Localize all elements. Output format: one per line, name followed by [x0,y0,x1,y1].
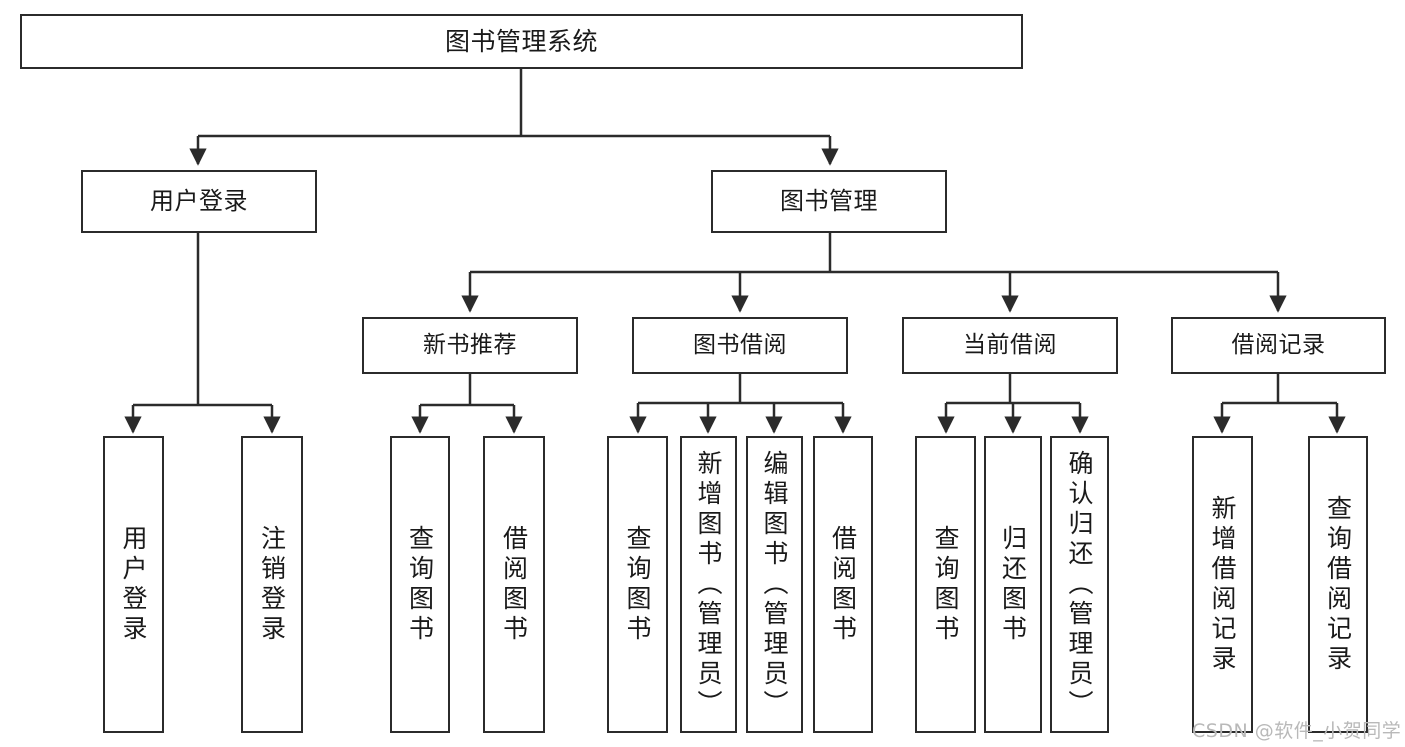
node-current-borrowing[interactable]: 当前借阅 [902,317,1118,374]
node-label: 图书管理系统 [444,26,598,56]
node-label: 图书借阅 [693,331,787,358]
node-label: 编辑图书（管理员） [760,449,789,720]
leaf-query-book-current[interactable]: 查询图书 [915,436,976,733]
node-label: 用户登录 [119,524,148,645]
leaf-return-book[interactable]: 归还图书 [984,436,1042,733]
leaf-logout[interactable]: 注销登录 [241,436,303,733]
node-borrow-records[interactable]: 借阅记录 [1171,317,1386,374]
leaf-query-book-borrowing[interactable]: 查询图书 [607,436,668,733]
node-label: 查询借阅记录 [1323,494,1353,675]
node-label: 查询图书 [931,524,960,645]
leaf-edit-book-admin[interactable]: 编辑图书（管理员） [746,436,803,733]
node-book-management[interactable]: 图书管理 [711,170,947,233]
node-label: 用户登录 [150,187,248,216]
node-user-login[interactable]: 用户登录 [81,170,317,233]
node-label: 图书管理 [780,187,878,216]
leaf-query-book-recommendation[interactable]: 查询图书 [390,436,450,733]
node-label: 注销登录 [257,524,287,645]
node-label: 借阅图书 [499,524,529,645]
leaf-query-borrow-record[interactable]: 查询借阅记录 [1308,436,1368,733]
node-label: 查询图书 [623,524,652,645]
node-label: 借阅记录 [1231,331,1326,358]
node-label: 当前借阅 [963,331,1057,358]
node-label: 新增图书（管理员） [694,449,723,720]
watermark-text: CSDN @软件_小贺同学 [1192,720,1402,742]
leaf-user-login[interactable]: 用户登录 [103,436,164,733]
leaf-add-book-admin[interactable]: 新增图书（管理员） [680,436,737,733]
node-new-book-recommendation[interactable]: 新书推荐 [362,317,578,374]
node-label: 归还图书 [998,524,1028,645]
leaf-add-borrow-record[interactable]: 新增借阅记录 [1192,436,1253,733]
node-label: 新增借阅记录 [1208,494,1237,675]
node-label: 新书推荐 [423,331,517,358]
node-book-borrowing[interactable]: 图书借阅 [632,317,848,374]
leaf-confirm-return-admin[interactable]: 确认归还（管理员） [1050,436,1109,733]
node-root-system[interactable]: 图书管理系统 [20,14,1023,69]
leaf-borrow-book-recommendation[interactable]: 借阅图书 [483,436,545,733]
node-label: 查询图书 [405,524,435,645]
leaf-borrow-book-borrowing[interactable]: 借阅图书 [813,436,873,733]
node-label: 借阅图书 [828,524,858,645]
node-label: 确认归还（管理员） [1065,449,1094,720]
